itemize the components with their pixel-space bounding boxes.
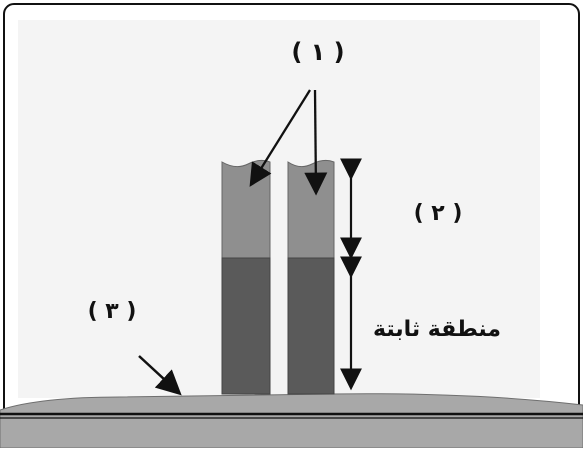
right-bar-bottom <box>287 257 335 395</box>
ground-surface <box>0 393 583 449</box>
fixed-zone-label: منطقة ثابتة <box>373 317 501 342</box>
label-one-arrow-left <box>249 89 311 187</box>
left-bar-top <box>221 159 271 259</box>
diagram-panel <box>18 20 540 398</box>
label-one-arrow-right <box>304 89 328 196</box>
label-one: ( ١ ) <box>291 38 344 66</box>
label-three: ( ٣ ) <box>88 299 137 324</box>
label-two: ( ٢ ) <box>414 201 463 226</box>
label-three-arrow <box>138 355 182 396</box>
left-bar-bottom <box>221 257 271 395</box>
right-bar-top <box>287 159 335 259</box>
